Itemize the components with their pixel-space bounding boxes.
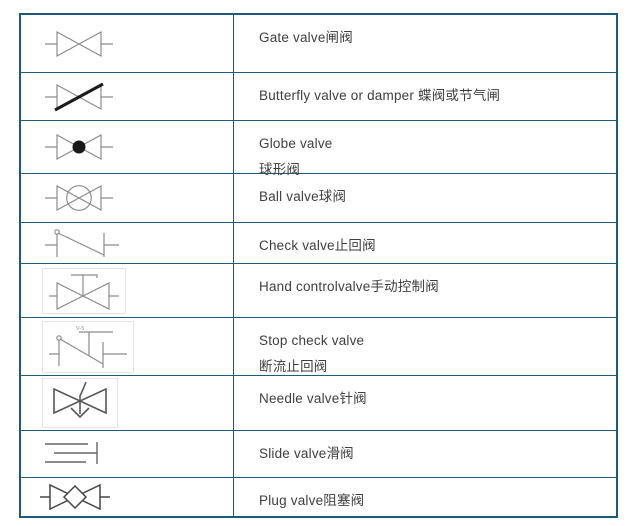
label-cell: Needle valve针阀 [234,376,616,430]
valve-label: Globe valve [259,136,333,151]
valve-label: Hand controlvalve手动控制阀 [259,279,439,294]
valve-label: Stop check valve [259,333,365,348]
valve-label: Gate valve闸阀 [259,30,353,45]
slide-valve-symbol-icon [45,442,98,464]
symbol-cell [21,431,234,477]
label-cell: Hand controlvalve手动控制阀 [234,264,616,317]
table-row-check-valve: Check valve止回阀 [21,222,616,263]
symbol-cell: V-5 [21,318,234,375]
check-valve-symbol-icon [45,229,119,257]
table-row-stop-check-valve: V-5 Stop check valve 断流止回阀 [21,317,616,375]
butterfly-valve-symbol-icon [45,82,113,111]
symbol-cell [21,478,234,516]
needle-valve-symbol-icon [53,381,107,419]
label-cell: Check valve止回阀 [234,223,616,263]
valve-label: Plug valve阻塞阀 [259,493,365,508]
table-row-gate-valve: Gate valve闸阀 [21,15,616,72]
table-row-needle-valve: Needle valve针阀 [21,375,616,430]
table-row-slide-valve: Slide valve滑阀 [21,430,616,477]
table-row-plug-valve: Plug valve阻塞阀 [21,477,616,516]
symbol-cell [21,15,234,72]
ball-valve-symbol-icon [45,184,113,212]
label-cell: Ball valve球阀 [234,174,616,222]
stop-check-valve-symbol-icon: V-5 [49,326,127,368]
valve-label: Ball valve球阀 [259,189,347,204]
globe-valve-symbol-icon [45,133,113,161]
valve-label: Check valve止回阀 [259,238,376,253]
valve-symbol-table: Gate valve闸阀 Butterfly valve or damper 蝶… [19,13,618,518]
table-row-hand-control-valve: Hand controlvalve手动控制阀 [21,263,616,317]
symbol-image-frame [42,378,118,428]
label-cell: Plug valve阻塞阀 [234,478,616,516]
valve-tag-text: V-5 [76,326,84,332]
symbol-cell [21,121,234,173]
symbol-cell [21,264,234,317]
symbol-cell [21,73,234,120]
table-row-ball-valve: Ball valve球阀 [21,173,616,222]
valve-label-cn: 球形阀 [259,162,301,177]
label-cell: Gate valve闸阀 [234,15,616,72]
symbol-cell [21,376,234,430]
hand-control-valve-symbol-icon [49,273,119,310]
label-cell: Globe valve 球形阀 [234,121,616,177]
valve-label: Slide valve滑阀 [259,446,354,461]
symbol-cell [21,223,234,263]
label-cell: Slide valve滑阀 [234,431,616,477]
table-row-butterfly-valve: Butterfly valve or damper 蝶阀或节气闸 [21,72,616,120]
valve-label: Butterfly valve or damper 蝶阀或节气闸 [259,88,501,103]
label-cell: Stop check valve 断流止回阀 [234,318,616,375]
table-row-globe-valve: Globe valve 球形阀 [21,120,616,177]
symbol-image-frame [42,267,126,314]
symbol-cell [21,174,234,222]
symbol-image-frame: V-5 [42,320,134,373]
label-cell: Butterfly valve or damper 蝶阀或节气闸 [234,73,616,120]
plug-valve-symbol-icon [40,483,110,511]
valve-label: Needle valve针阀 [259,391,367,406]
gate-valve-symbol-icon [45,30,113,57]
valve-label-cn: 断流止回阀 [259,359,328,374]
